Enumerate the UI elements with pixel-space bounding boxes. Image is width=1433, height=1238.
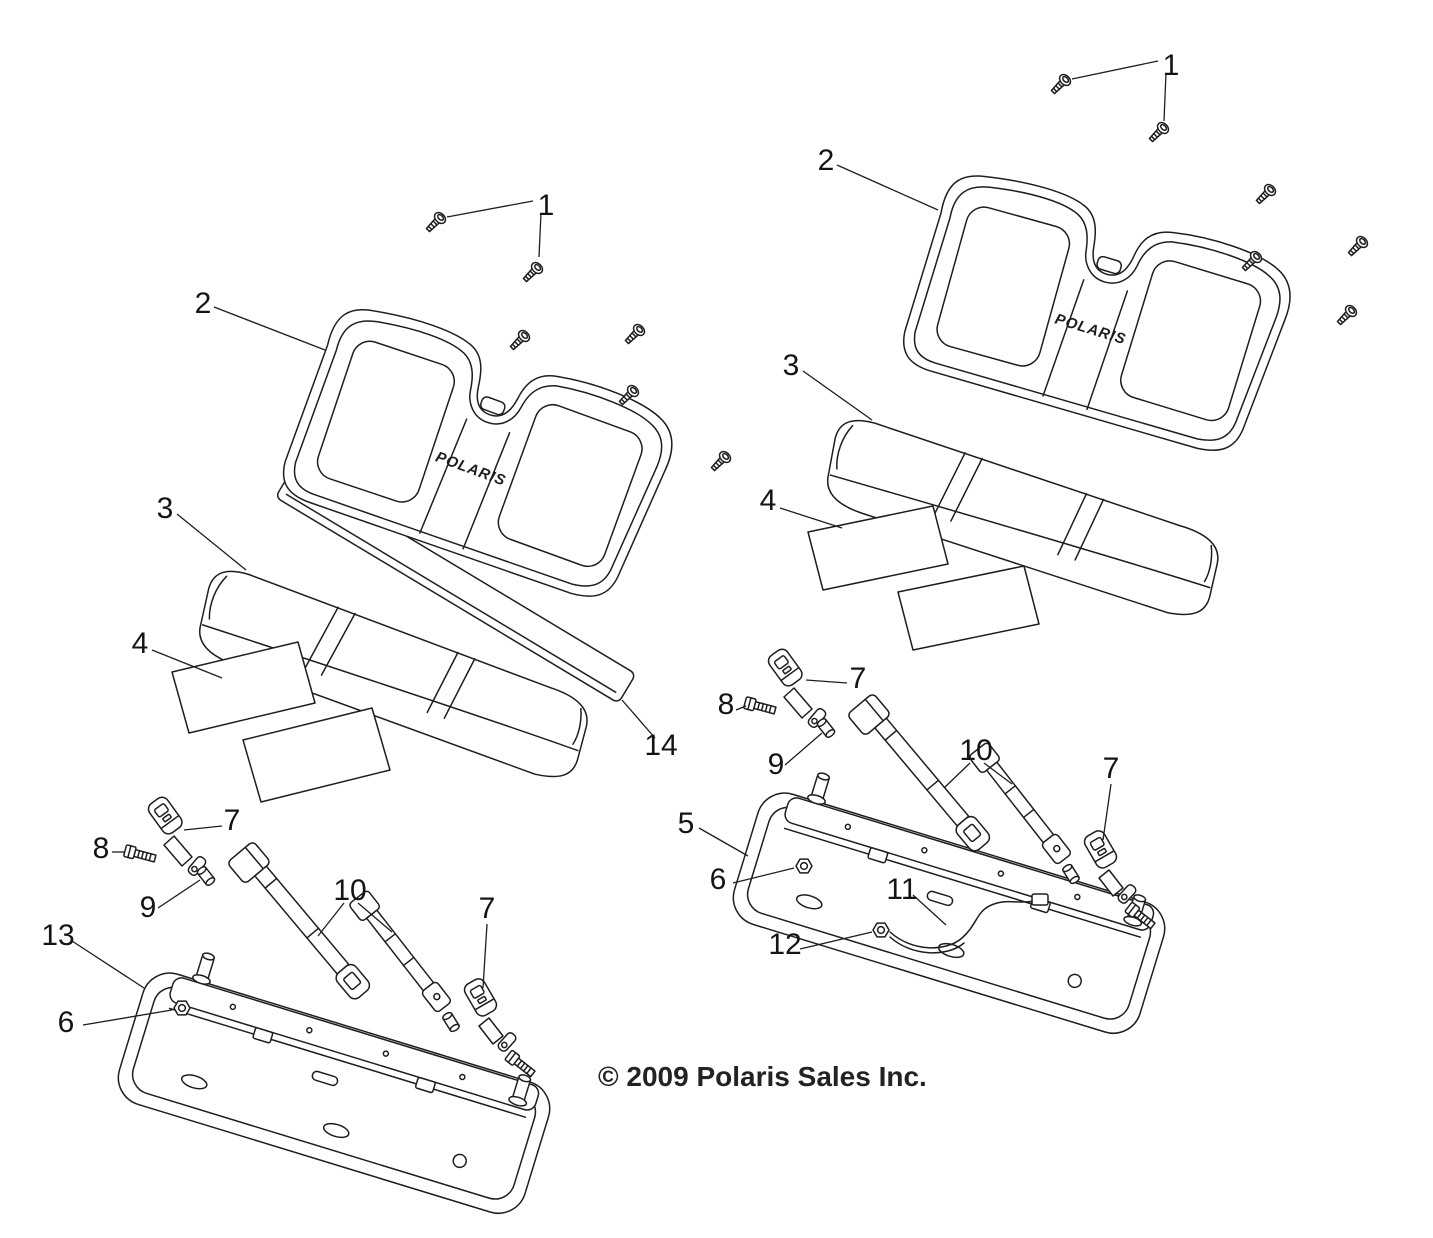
adhesive-pad bbox=[171, 641, 316, 734]
leader-line bbox=[82, 1009, 173, 1026]
leader-line bbox=[317, 902, 345, 937]
leader-line bbox=[157, 879, 201, 909]
leader-line bbox=[799, 931, 873, 950]
callout-left-2: 2 bbox=[195, 287, 212, 320]
copyright-text: © 2009 Polaris Sales Inc. bbox=[598, 1061, 927, 1092]
right-assembly bbox=[725, 71, 1371, 1041]
callout-left-6: 6 bbox=[58, 1006, 75, 1039]
leader-line bbox=[151, 649, 223, 679]
latch-cable bbox=[889, 893, 1049, 954]
callout-right-2: 2 bbox=[818, 144, 835, 177]
leader-line bbox=[1102, 783, 1112, 841]
callout-right-11: 11 bbox=[886, 873, 917, 906]
callout-left-4: 4 bbox=[132, 627, 149, 660]
leader-line bbox=[1163, 72, 1167, 122]
screw bbox=[1047, 71, 1074, 98]
screw bbox=[1344, 233, 1371, 260]
callout-right-5: 5 bbox=[678, 807, 695, 840]
leader-line bbox=[482, 923, 488, 989]
leader-line bbox=[912, 894, 947, 926]
leader-line bbox=[538, 212, 542, 258]
leader-line bbox=[621, 699, 656, 739]
callout-right-8: 8 bbox=[718, 688, 735, 721]
callout-right-3: 3 bbox=[783, 349, 800, 382]
screw bbox=[707, 448, 734, 475]
leader-line bbox=[213, 306, 326, 351]
adhesive-pad bbox=[242, 707, 391, 803]
callout-right-12: 12 bbox=[768, 928, 801, 961]
screw bbox=[1145, 119, 1172, 146]
callout-right-7-upper: 7 bbox=[850, 662, 867, 695]
seat-backrest bbox=[894, 160, 1303, 467]
callout-left-7-upper: 7 bbox=[224, 804, 241, 837]
callout-left-1: 1 bbox=[538, 189, 555, 222]
screw bbox=[506, 327, 533, 354]
leader-line bbox=[446, 200, 534, 218]
leader-line bbox=[779, 507, 843, 529]
screw bbox=[621, 321, 648, 348]
leader-line bbox=[836, 164, 939, 211]
leader-line bbox=[784, 732, 823, 766]
screw bbox=[519, 259, 546, 286]
callout-left-14: 14 bbox=[644, 729, 677, 762]
seat-backrest bbox=[273, 292, 686, 614]
callout-right-9: 9 bbox=[768, 748, 785, 781]
leader-line bbox=[183, 825, 223, 831]
leader-lines bbox=[71, 60, 1167, 1026]
leader-line bbox=[732, 867, 795, 884]
screw bbox=[422, 209, 449, 236]
callout-right-1: 1 bbox=[1163, 49, 1180, 82]
callout-right-7-lower: 7 bbox=[1103, 752, 1120, 785]
callout-right-4: 4 bbox=[760, 484, 777, 517]
leader-line bbox=[983, 762, 1013, 785]
callout-left-7-lower: 7 bbox=[479, 892, 496, 925]
callout-left-9: 9 bbox=[140, 891, 157, 924]
left-assembly bbox=[110, 209, 734, 1221]
leader-line bbox=[805, 679, 848, 684]
callout-left-3: 3 bbox=[157, 492, 174, 525]
leader-line bbox=[698, 827, 749, 857]
screw bbox=[1252, 181, 1279, 208]
leader-line bbox=[357, 902, 393, 933]
leader-line bbox=[1071, 60, 1159, 80]
leader-line bbox=[176, 513, 247, 571]
leader-line bbox=[802, 370, 873, 421]
callout-left-13: 13 bbox=[41, 919, 74, 952]
support-strip bbox=[276, 469, 635, 702]
hex-nut bbox=[795, 858, 813, 874]
leader-line bbox=[735, 705, 747, 711]
screw bbox=[1333, 302, 1360, 329]
callout-right-10: 10 bbox=[959, 734, 992, 767]
callout-right-6: 6 bbox=[710, 863, 727, 896]
adhesive-pad bbox=[807, 505, 949, 591]
leader-line bbox=[71, 940, 145, 989]
hex-nut bbox=[872, 922, 890, 938]
leader-line bbox=[943, 762, 971, 789]
callouts: 1 2 3 4 14 8 7 9 10 7 13 6 1 2 3 4 8 7 9… bbox=[41, 49, 1179, 1039]
hex-nut bbox=[173, 1000, 191, 1016]
adhesive-pad bbox=[897, 565, 1040, 651]
callout-left-10: 10 bbox=[333, 874, 366, 907]
callout-left-8: 8 bbox=[93, 832, 110, 865]
